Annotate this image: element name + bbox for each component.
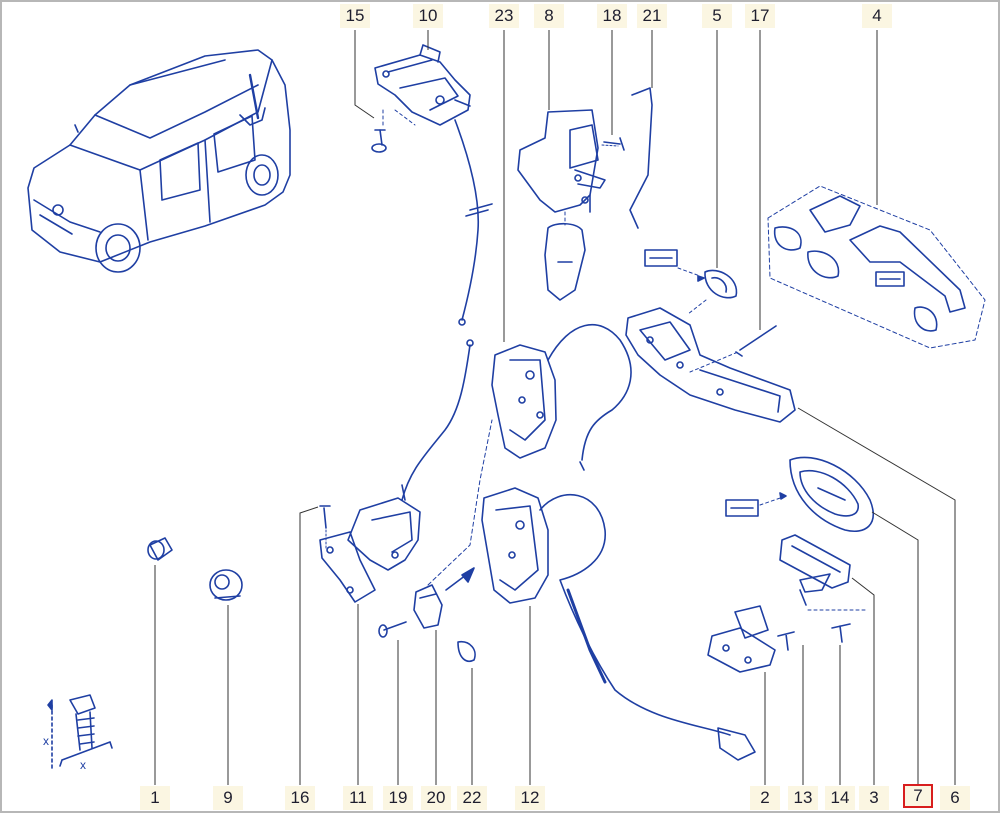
callout-label-17[interactable]: 17: [745, 4, 775, 28]
handle-icon: [625, 307, 796, 423]
callout-label-9[interactable]: 9: [213, 786, 243, 810]
van-icon: [27, 49, 291, 273]
lock-icon: [491, 324, 632, 471]
striker-icon: [779, 534, 867, 611]
kit-icon: [767, 185, 986, 349]
latch-icon: [319, 484, 421, 603]
callout-label-2[interactable]: 2: [750, 786, 780, 810]
bumper-icon: [209, 569, 243, 601]
axis-mark-x1: x: [43, 734, 49, 748]
callout-label-18[interactable]: 18: [597, 4, 627, 28]
lock-icon: [517, 109, 606, 301]
screw-gauge-icon: [47, 694, 113, 769]
callout-label-15[interactable]: 15: [340, 4, 370, 28]
callout-label-10[interactable]: 10: [413, 4, 443, 28]
callout-label-23[interactable]: 23: [489, 4, 519, 28]
axis-mark-x2: x: [80, 758, 86, 772]
bracket-icon: [707, 605, 776, 673]
callout-label-11[interactable]: 11: [343, 786, 373, 810]
callout-label-6[interactable]: 6: [940, 786, 970, 810]
callout-label-22[interactable]: 22: [457, 786, 487, 810]
cable-icon: [401, 119, 493, 501]
grommet-icon: [147, 537, 173, 561]
callout-label-21[interactable]: 21: [637, 4, 667, 28]
callout-label-4[interactable]: 4: [862, 4, 892, 28]
callout-label-16[interactable]: 16: [285, 786, 315, 810]
latch-icon: [374, 44, 471, 126]
callout-label-20[interactable]: 20: [421, 786, 451, 810]
lock-icon: [481, 487, 756, 761]
callout-label-14[interactable]: 14: [825, 786, 855, 810]
callout-label-7-selected[interactable]: 7: [903, 784, 933, 808]
clip-icon: [378, 584, 476, 662]
callout-label-19[interactable]: 19: [383, 786, 413, 810]
callout-label-12[interactable]: 12: [515, 786, 545, 810]
callout-label-5[interactable]: 5: [702, 4, 732, 28]
callout-label-1[interactable]: 1: [140, 786, 170, 810]
callout-label-8[interactable]: 8: [534, 4, 564, 28]
screw-icon: [371, 129, 387, 153]
callout-label-13[interactable]: 13: [788, 786, 818, 810]
callout-label-3[interactable]: 3: [859, 786, 889, 810]
handle-icon: [789, 456, 874, 532]
